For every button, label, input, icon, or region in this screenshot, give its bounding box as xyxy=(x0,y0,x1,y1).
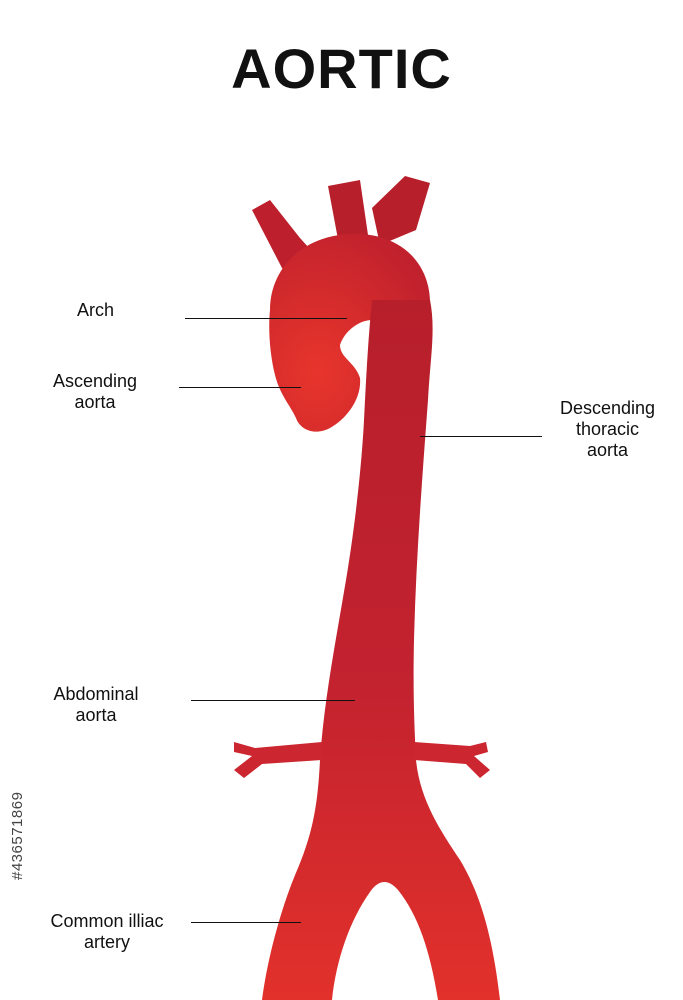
label-abdominal-aorta: Abdominal aorta xyxy=(36,684,156,726)
label-abdominal-line1: Abdominal xyxy=(53,684,139,704)
label-descending-line1: Descending xyxy=(559,398,656,418)
label-arch-text: Arch xyxy=(76,300,114,320)
carotid-branch xyxy=(328,180,368,250)
label-iliac-line1: Common illiac xyxy=(50,911,164,931)
subclavian-branch xyxy=(372,176,430,245)
label-arch: Arch xyxy=(68,300,123,321)
leader-common-iliac-artery xyxy=(191,922,301,923)
aortic-arch xyxy=(269,233,430,432)
left-renal-artery xyxy=(234,742,322,778)
stock-id: #436571869 xyxy=(9,791,26,881)
label-iliac-line2: artery xyxy=(83,932,130,952)
leader-arch xyxy=(185,318,347,319)
label-descending-aorta: Descending thoracic aorta xyxy=(545,398,670,461)
leader-ascending-aorta xyxy=(179,387,301,388)
label-abdominal-line2: aorta xyxy=(75,705,117,725)
label-ascending-line1: Ascending xyxy=(52,371,138,391)
diagram-title: AORTIC xyxy=(231,37,452,100)
leader-descending-aorta xyxy=(420,436,542,437)
descending-aorta xyxy=(262,300,500,1000)
label-descending-line3: aorta xyxy=(586,440,629,460)
label-common-iliac-artery: Common illiac artery xyxy=(32,911,182,953)
label-ascending-line2: aorta xyxy=(74,392,116,412)
label-ascending-aorta: Ascending aorta xyxy=(40,371,150,413)
right-renal-artery xyxy=(414,742,490,778)
leader-abdominal-aorta xyxy=(191,700,355,701)
label-descending-line2: thoracic xyxy=(575,419,640,439)
